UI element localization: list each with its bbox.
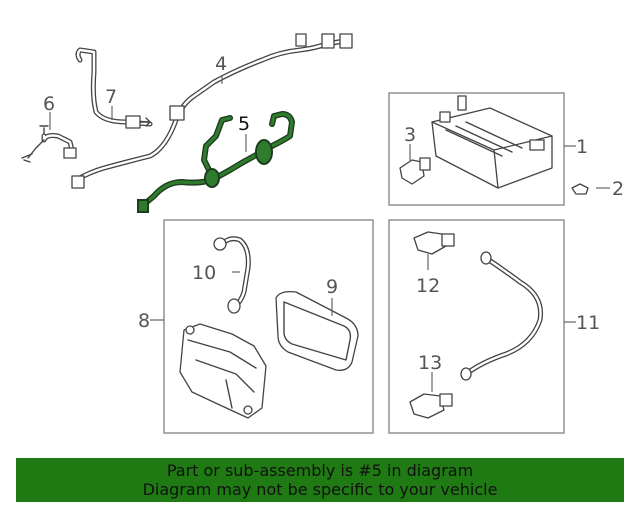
callout-11[interactable]: 11 bbox=[576, 312, 600, 334]
box-valve-group bbox=[163, 219, 374, 434]
callout-4[interactable]: 4 bbox=[215, 53, 227, 75]
callout-12[interactable]: 12 bbox=[416, 275, 440, 297]
callout-9[interactable]: 9 bbox=[326, 276, 338, 298]
part-8-valve-body[interactable] bbox=[179, 323, 267, 419]
part-12-connector[interactable] bbox=[413, 231, 455, 255]
part-6-harness[interactable] bbox=[21, 125, 77, 163]
callout-6[interactable]: 6 bbox=[43, 93, 55, 115]
notice-banner: Part or sub-assembly is #5 in diagram Di… bbox=[16, 458, 624, 502]
part-1-evap-canister[interactable] bbox=[431, 95, 553, 189]
part-7-sensor-tube[interactable] bbox=[75, 47, 153, 129]
callout-10[interactable]: 10 bbox=[192, 262, 216, 284]
part-2-cap[interactable] bbox=[571, 183, 589, 195]
callout-2[interactable]: 2 bbox=[612, 178, 624, 200]
callout-8[interactable]: 8 bbox=[138, 310, 150, 332]
callout-1[interactable]: 1 bbox=[576, 136, 588, 158]
part-11-tube[interactable] bbox=[460, 251, 544, 381]
leader-lines bbox=[49, 76, 610, 392]
part-5-harness[interactable] bbox=[137, 111, 295, 213]
banner-line-1: Part or sub-assembly is #5 in diagram bbox=[166, 461, 474, 480]
box-canister-group bbox=[388, 92, 565, 206]
callout-13[interactable]: 13 bbox=[418, 352, 442, 374]
box-tube-group bbox=[388, 219, 565, 434]
callout-5[interactable]: 5 bbox=[238, 113, 250, 135]
part-4-harness[interactable] bbox=[71, 33, 353, 189]
callout-3[interactable]: 3 bbox=[404, 124, 416, 146]
callout-7[interactable]: 7 bbox=[105, 86, 117, 108]
part-9-gasket[interactable] bbox=[275, 290, 359, 371]
part-3-connector[interactable] bbox=[399, 157, 431, 185]
callouts: 1 2 3 4 5 6 7 8 9 10 11 12 13 bbox=[43, 53, 624, 374]
parts-diagram: 1 2 3 4 5 6 7 8 9 10 11 12 13 bbox=[21, 33, 624, 434]
part-13-connector[interactable] bbox=[409, 393, 453, 419]
banner-line-2: Diagram may not be specific to your vehi… bbox=[142, 480, 498, 499]
part-10-hose[interactable] bbox=[213, 236, 251, 314]
